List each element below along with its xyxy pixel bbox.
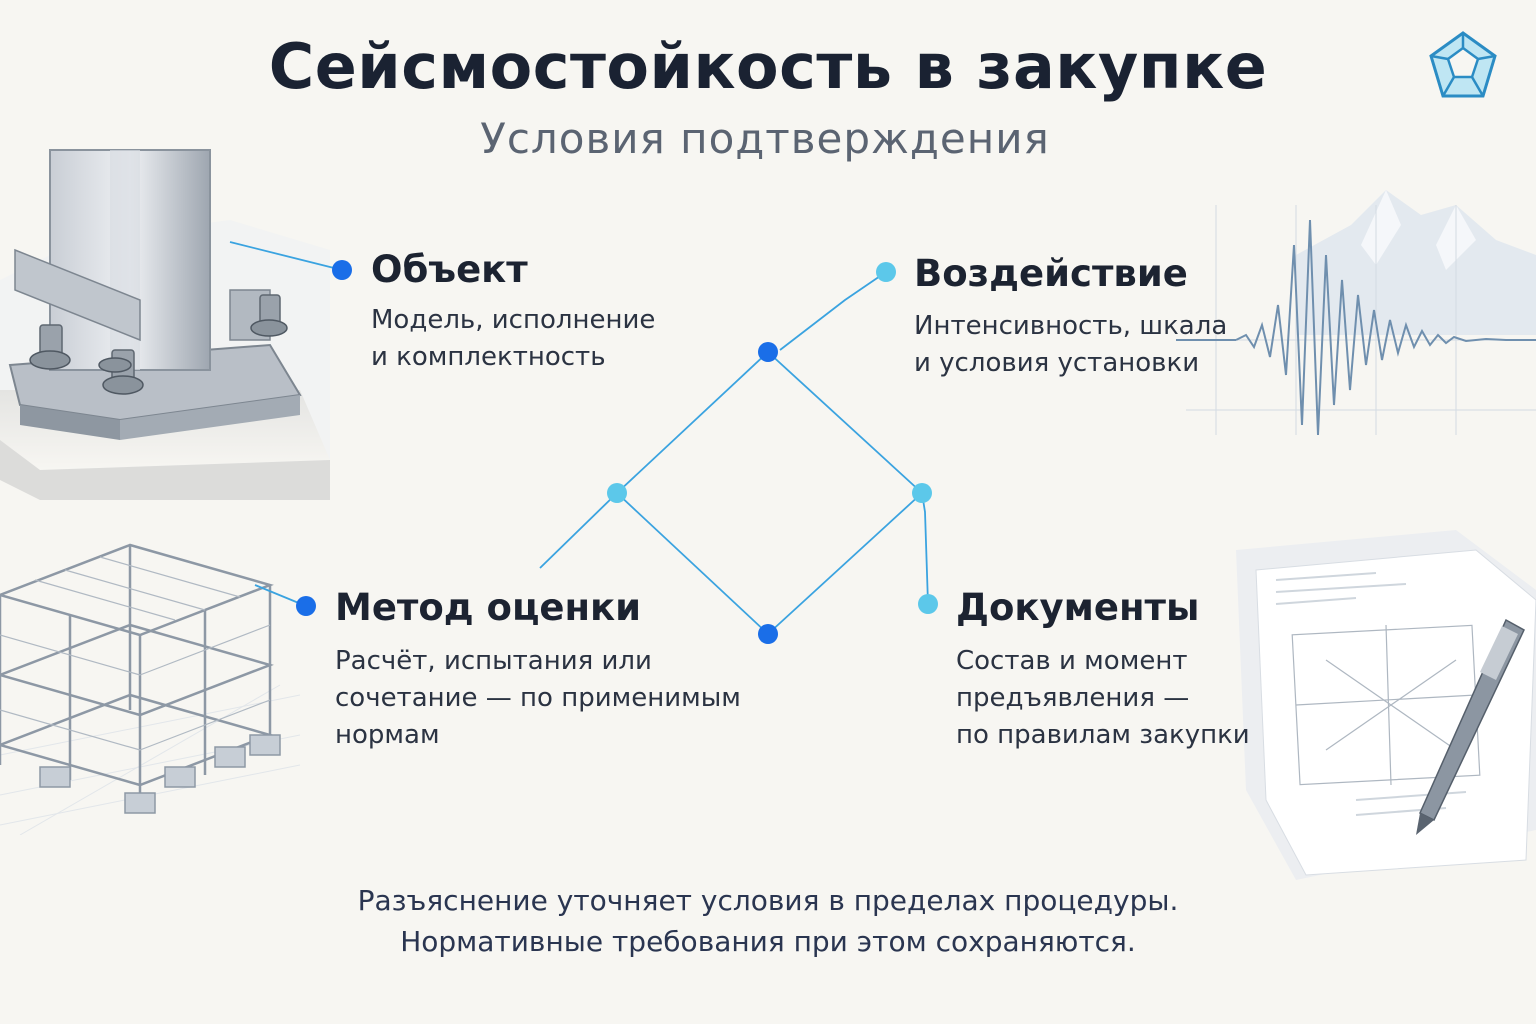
section-object-line: и комплектность: [371, 342, 606, 372]
section-impact-description: Интенсивность, шкала и условия установки: [914, 308, 1227, 382]
section-method-line: Расчёт, испытания или: [335, 646, 652, 676]
section-method-description: Расчёт, испытания или сочетание — по при…: [335, 643, 741, 754]
diamond-node-left: [607, 483, 627, 503]
diamond-node-top: [758, 342, 778, 362]
footer-line: Нормативные требования при этом сохраняю…: [400, 925, 1136, 958]
section-object-line: Модель, исполнение: [371, 305, 656, 335]
section-object-marker: [332, 260, 352, 280]
seismogram-illustration: [1176, 190, 1536, 436]
section-impact-line: и условия установки: [914, 348, 1200, 378]
section-method-line: сочетание — по применимым: [335, 683, 741, 713]
section-method-heading: Метод оценки: [335, 586, 642, 629]
section-object-description: Модель, исполнение и комплектность: [371, 302, 655, 376]
page-title: Сейсмостойкость в закупке: [268, 30, 1268, 103]
steel-frame-illustration: [0, 543, 300, 835]
documents-illustration: [1236, 530, 1536, 880]
section-documents-line: предъявления —: [956, 683, 1190, 713]
section-method-line: нормам: [335, 720, 440, 750]
diamond-node-right: [912, 483, 932, 503]
section-method-marker: [296, 596, 316, 616]
footer-note: Разъяснение уточняет условия в пределах …: [0, 880, 1536, 962]
footer-line: Разъяснение уточняет условия в пределах …: [357, 884, 1179, 917]
section-impact-line: Интенсивность, шкала: [914, 311, 1228, 341]
section-impact-marker: [876, 262, 896, 282]
section-documents-description: Состав и момент предъявления — по правил…: [956, 643, 1250, 754]
pentagon-logo-icon: [1429, 31, 1497, 98]
section-documents-heading: Документы: [956, 586, 1200, 629]
section-impact-heading: Воздействие: [914, 252, 1188, 295]
steel-column-base-illustration: [0, 149, 330, 500]
section-documents-marker: [918, 594, 938, 614]
section-documents-line: Состав и момент: [956, 646, 1188, 676]
section-object-heading: Объект: [371, 248, 528, 291]
section-documents-line: по правилам закупки: [956, 720, 1250, 750]
page-subtitle: Условия подтверждения: [480, 114, 1050, 163]
diamond-node-bottom: [758, 624, 778, 644]
